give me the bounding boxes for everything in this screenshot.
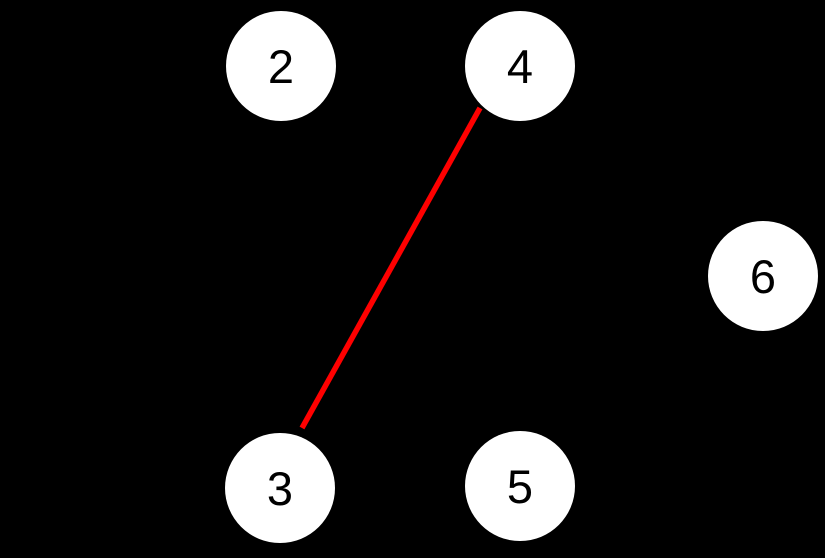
node-label: 2 [267, 39, 295, 93]
node-6[interactable]: 6 [708, 221, 818, 331]
node-5[interactable]: 5 [465, 431, 575, 541]
node-3[interactable]: 3 [225, 433, 335, 543]
node-label: 6 [749, 249, 777, 303]
node-4[interactable]: 4 [465, 11, 575, 121]
edge-4-3[interactable] [299, 106, 483, 430]
node-2[interactable]: 2 [226, 11, 336, 121]
node-label: 4 [506, 39, 534, 93]
node-label: 5 [506, 459, 534, 513]
node-label: 3 [266, 461, 294, 515]
